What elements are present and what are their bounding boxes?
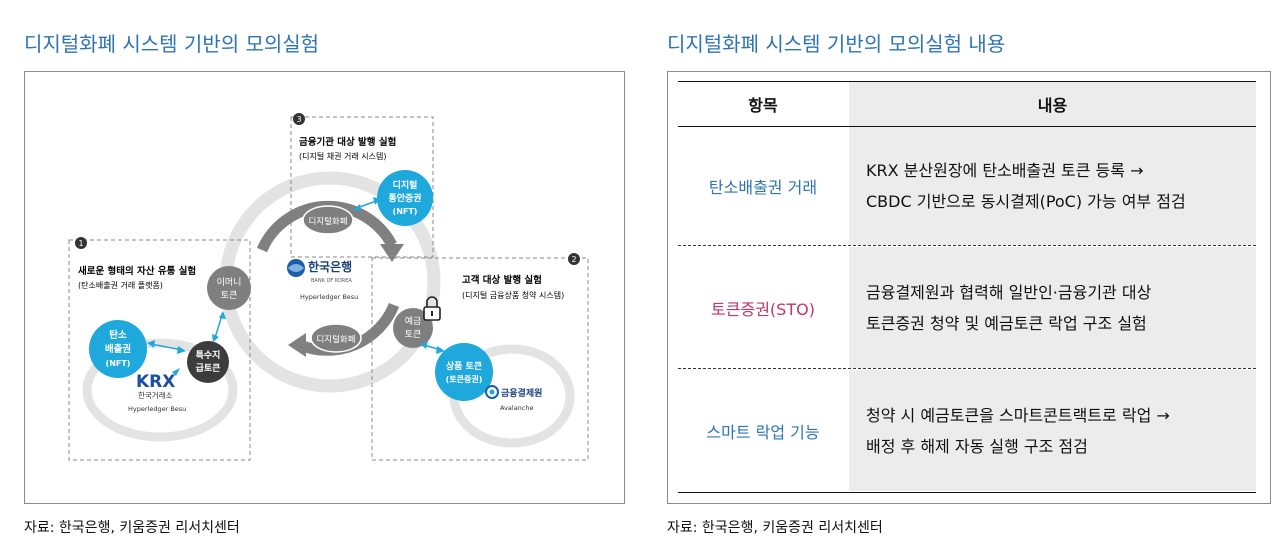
cycle-arrowhead-bottom [288, 333, 306, 357]
header-item: 항목 [748, 96, 778, 115]
svg-text:금융결제원: 금융결제원 [501, 387, 542, 399]
row-3-line-2: 배정 후 해제 자동 실행 구조 점검 [866, 436, 1088, 456]
row-2-content: 금융결제원과 협력해 일반인·금융기관 대상 토큰증권 청약 및 예금토큰 락업… [849, 247, 1256, 368]
row-divider [678, 368, 1256, 369]
section-1-title: 새로운 형태의 자산 유통 실험 [78, 265, 196, 277]
left-panel-title: 디지털화폐 시스템 기반의 모의실험 [24, 32, 320, 56]
special-token-node: 특수지 급토큰 [187, 341, 229, 383]
svg-text:1: 1 [78, 239, 83, 248]
deposit-token-node: 예금 토큰 [393, 308, 433, 348]
bok-logo: 한국은행 BANK OF KOREA Hyperledger Besu [287, 259, 358, 301]
section-1-subtitle: (탄소배출권 거래 플랫폼) [78, 280, 163, 290]
svg-text:디지털화폐: 디지털화폐 [316, 334, 355, 345]
section-3-box [290, 116, 434, 258]
row-3-item: 스마트 락업 기능 [706, 422, 820, 442]
svg-text:토큰: 토큰 [405, 329, 422, 340]
section-3-badge: 3 [293, 113, 305, 125]
left-source: 자료: 한국은행, 키움증권 리서치센터 [24, 520, 240, 536]
emoney-token-node: 이머니 토큰 [207, 266, 251, 310]
cbdc-node-top: 디지털화폐 [302, 205, 354, 235]
krx-ellipse [82, 338, 238, 442]
svg-text:한국거래소: 한국거래소 [138, 391, 173, 400]
svg-text:디지털: 디지털 [393, 179, 418, 191]
svg-text:급토큰: 급토큰 [196, 363, 221, 374]
krx-logo: KRX 한국거래소 Hyperledger Besu [128, 368, 186, 413]
svg-text:상품 토큰: 상품 토큰 [446, 360, 482, 372]
arrow-special-emoney [212, 311, 226, 342]
carbon-nft-node: 탄소 배출권 (NFT) [89, 320, 147, 378]
svg-text:KRX: KRX [136, 372, 175, 392]
row-2-line-1: 금융결제원과 협력해 일반인·금융기관 대상 [866, 282, 1152, 302]
svg-text:이머니: 이머니 [217, 277, 242, 288]
row-1-line-2: CBDC 기반으로 동시결제(PoC) 가능 여부 점검 [866, 192, 1186, 211]
svg-text:한국은행: 한국은행 [308, 259, 352, 274]
svg-text:Avalanche: Avalanche [500, 404, 534, 412]
cbdc-node-bottom: 디지털화폐 [310, 323, 362, 353]
svg-text:Hyperledger Besu: Hyperledger Besu [128, 405, 186, 413]
arrow-deposit-sto [420, 341, 445, 354]
section-1-box [68, 239, 251, 461]
row-1-item: 탄소배출권 거래 [708, 178, 818, 197]
svg-text:(NFT): (NFT) [393, 207, 418, 216]
row-1-content: KRX 분산원장에 탄소배출권 토큰 등록 → CBDC 기반으로 동시결제(P… [849, 127, 1256, 245]
row-3-content: 청약 시 예금토큰을 스마트콘트랙트로 락업 → 배정 후 해제 자동 실행 구… [849, 370, 1256, 491]
svg-text:2: 2 [571, 255, 576, 264]
svg-text:3: 3 [296, 115, 301, 124]
cycle-arrowhead-top [380, 244, 404, 262]
section-1-badge: 1 [75, 237, 87, 249]
svg-text:(NFT): (NFT) [106, 359, 131, 368]
arrow-securities-cbdc [353, 197, 380, 211]
header-content: 내용 [849, 82, 1256, 126]
table-bottom-rule [678, 492, 1256, 493]
kftc-logo: 금융결제원 Avalanche [485, 385, 542, 412]
section-2-title: 고객 대상 발행 실험 [462, 274, 542, 286]
svg-text:배출권: 배출권 [105, 343, 131, 355]
svg-text:디지털화폐: 디지털화폐 [308, 216, 347, 227]
svg-text:통안증권: 통안증권 [388, 192, 421, 204]
right-panel-title: 디지털화폐 시스템 기반의 모의실험 내용 [667, 32, 1006, 56]
section-3-subtitle: (디지털 채권 거래 시스템) [299, 151, 386, 161]
digital-currency-diagram: 1 2 3 새로운 형태의 자산 유통 실험 (탄소배출권 거래 플랫폼) 고객… [68, 113, 589, 461]
section-2-box [371, 257, 589, 461]
row-3-line-1: 청약 시 예금토큰을 스마트콘트랙트로 락업 → [866, 405, 1170, 425]
svg-text:예금: 예금 [405, 316, 422, 327]
row-2-item: 토큰증권(STO) [711, 299, 815, 319]
row-1-line-1: KRX 분산원장에 탄소배출권 토큰 등록 → [866, 161, 1144, 180]
row-2-line-2: 토큰증권 청약 및 예금토큰 락업 구조 실험 [866, 313, 1147, 333]
section-3-title: 금융기관 대상 발행 실험 [299, 136, 396, 148]
lock-icon [423, 296, 441, 321]
row-divider [678, 245, 1256, 246]
sto-token-node: 상품 토큰 (토큰증권) [435, 343, 493, 401]
svg-text:특수지: 특수지 [196, 349, 221, 361]
section-2-badge: 2 [568, 253, 580, 265]
right-source: 자료: 한국은행, 키움증권 리서치센터 [667, 520, 883, 536]
svg-text:(토큰증권): (토큰증권) [446, 374, 483, 384]
arrow-carbon-special [147, 340, 186, 354]
header-rule [678, 126, 1256, 127]
table-top-rule [678, 81, 1256, 82]
svg-text:Hyperledger Besu: Hyperledger Besu [300, 293, 358, 301]
svg-text:토큰: 토큰 [221, 290, 238, 301]
svg-text:탄소: 탄소 [109, 329, 127, 341]
svg-text:BANK OF KOREA: BANK OF KOREA [311, 278, 352, 284]
section-2-subtitle: (디지털 금융상품 청약 시스템) [462, 290, 564, 300]
digital-securities-node: 디지털 통안증권 (NFT) [377, 170, 433, 226]
